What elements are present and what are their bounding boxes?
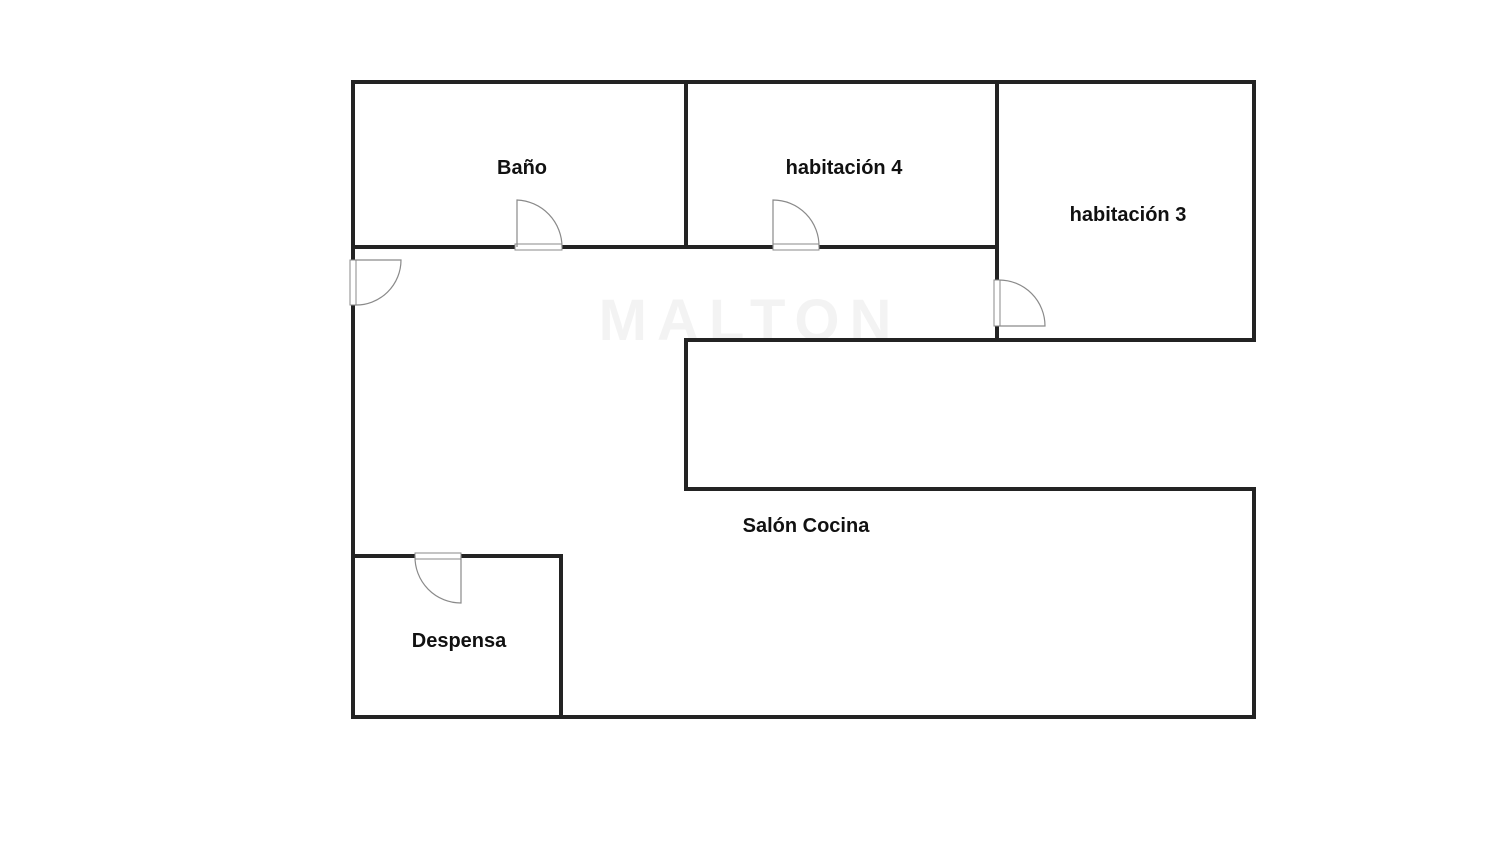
watermark-logo: MALTON xyxy=(599,288,902,353)
door-despensa xyxy=(414,552,462,604)
door-habitacion-3 xyxy=(993,279,1046,327)
room-label-bano: Baño xyxy=(497,157,547,179)
room-label-despensa: Despensa xyxy=(412,630,507,652)
room-label-habitacion-3: habitación 3 xyxy=(1070,204,1187,226)
door-habitacion-4 xyxy=(772,199,820,251)
room-label-habitacion-4: habitación 4 xyxy=(786,157,904,179)
room-label-salon-cocina: Salón Cocina xyxy=(743,515,871,537)
walls xyxy=(351,80,1256,719)
door-bano xyxy=(514,199,563,251)
door-hallway-left xyxy=(349,259,402,306)
